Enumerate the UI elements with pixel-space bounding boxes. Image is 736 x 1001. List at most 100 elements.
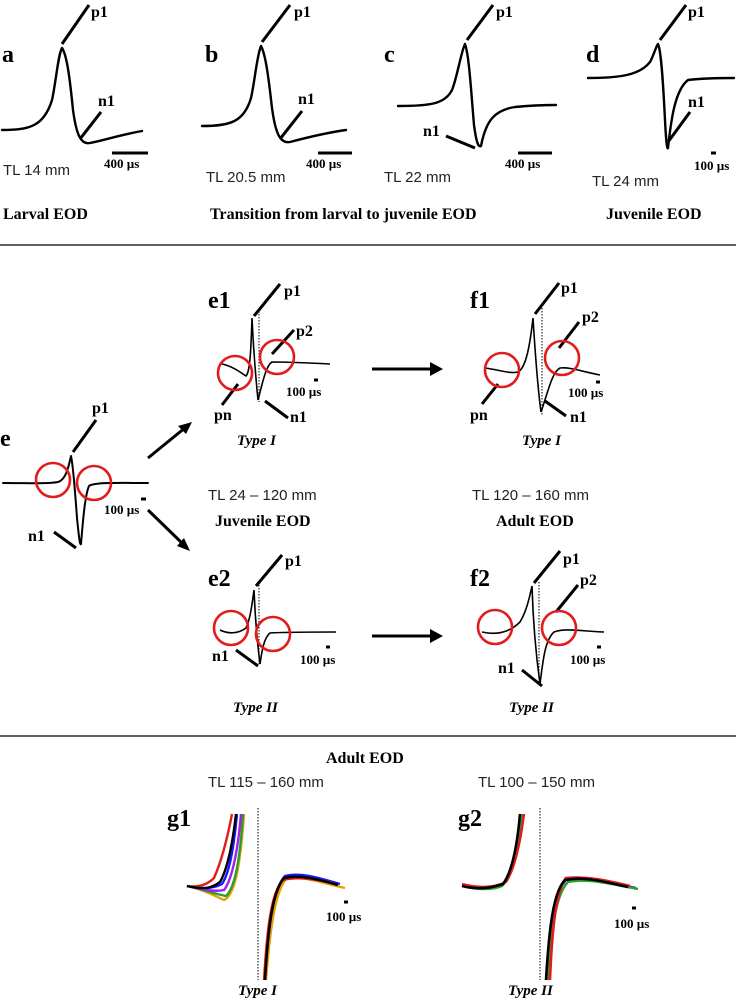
trace-red-right [548,876,631,981]
pointer-n1 [235,648,259,668]
pointer-p1 [60,4,91,45]
pointer-n1 [264,399,289,420]
stage-larval: Larval EOD [3,206,88,223]
panel-f2: f2 p1 p2 n1 100 µs Type II [470,550,605,716]
highlight-circle [216,354,254,392]
highlight-circle [34,461,72,499]
stage-juvenile: Juvenile EOD [606,206,702,223]
scale-label: 100 µs [300,652,335,667]
label-n1: n1 [570,409,587,426]
highlight-circle [212,609,250,647]
label-p1: p1 [284,283,301,300]
label-p1: p1 [561,280,578,297]
panel-f1: f1 p1 p2 pn n1 100 µs Type I [470,280,603,449]
adult-eod-title: Adult EOD [326,750,404,767]
adult-stage-label: Adult EOD [496,513,574,530]
scale-label: 400 µs [505,156,540,171]
label-p1: p1 [294,4,311,21]
label-pn: pn [470,407,488,424]
panel-c: c p1 n1 400 µs TL 22 mm [384,4,558,186]
trace-black [461,813,522,890]
pointer-n1 [53,530,77,550]
trace-orange-right [264,876,346,981]
waveform-b [200,44,348,144]
trace-black-right [263,875,339,981]
tl-label: TL 20.5 mm [206,169,285,186]
juvenile-tl-label: TL 24 – 120 mm [208,487,317,504]
pointer-n1 [278,110,304,140]
panel-letter-e1: e1 [208,288,231,314]
scale-label: 400 µs [104,156,139,171]
label-n1: n1 [688,94,705,111]
arrow-to-e1 [147,422,192,460]
label-p1: p1 [285,553,302,570]
pointer-pn [480,383,500,405]
label-p2: p2 [582,309,599,326]
highlight-circle [543,339,581,377]
highlight-circle [476,608,514,646]
highlight-circle [75,464,113,502]
label-p1: p1 [496,4,513,21]
trace-black [186,813,238,890]
label-n1: n1 [298,91,315,108]
arrow-e1-to-f1 [372,362,443,376]
tl-label: TL 22 mm [384,169,451,186]
label-p2: p2 [296,323,313,340]
g1-tl-label: TL 115 – 160 mm [208,774,324,791]
pointer-n1 [445,134,476,150]
panel-a: a p1 n1 400 µs TL 14 mm [0,4,148,179]
panel-e: e p1 n1 100 µs [0,400,149,550]
type-label: Type I [238,983,278,999]
label-n1: n1 [212,648,229,665]
panel-letter-e2: e2 [208,566,231,592]
pointer-n1 [78,111,103,140]
pointer-p1 [260,4,292,43]
pointer-p1 [533,282,561,315]
pointer-p1 [532,550,562,584]
waveform-d [586,42,736,150]
trace-red [461,813,526,888]
scale-label: 100 µs [104,502,139,517]
panel-e2: e2 p1 n1 100 µs Type II [208,553,337,716]
pointer-p1 [71,419,98,453]
scale-label: 100 µs [326,909,361,924]
label-pn: pn [214,407,232,424]
waveform-e1 [221,317,331,401]
panel-letter-f2: f2 [470,566,490,592]
label-n1: n1 [423,123,440,140]
panel-letter-g2: g2 [458,806,482,832]
highlight-circle [540,609,578,647]
type-label: Type II [233,700,279,716]
panel-b: b p1 n1 400 µs TL 20.5 mm [200,4,352,186]
label-p1: p1 [91,4,108,21]
tl-label: TL 24 mm [592,173,659,190]
panel-d: d p1 n1 100 µs TL 24 mm [586,4,736,190]
label-p1: p1 [688,4,705,21]
panel-letter-a: a [2,42,14,68]
highlight-circle [483,351,521,389]
tl-label: TL 14 mm [3,162,70,179]
panel-g2: g2 100 µs Type II [458,806,649,999]
scale-label: 100 µs [286,384,321,399]
waveform-c [396,42,558,148]
highlight-circle [254,615,292,653]
panel-letter-g1: g1 [167,806,191,832]
pointer-p2 [554,584,580,613]
panel-letter-b: b [205,42,218,68]
type-label: Type II [509,700,555,716]
waveform-f2 [481,585,605,685]
pointer-p2 [557,321,581,349]
pointer-p1 [252,283,282,317]
label-n1: n1 [498,660,515,677]
trace-black-right [544,877,629,981]
scale-label: 100 µs [694,158,729,173]
scale-label: 100 µs [614,916,649,931]
panel-e1: e1 p1 p2 pn n1 100 µs Type I [208,283,331,449]
stage-transition: Transition from larval to juvenile EOD [210,206,477,223]
label-n1: n1 [98,93,115,110]
g2-tl-label: TL 100 – 150 mm [478,774,595,791]
juvenile-stage-label: Juvenile EOD [215,513,311,530]
type-label: Type I [237,433,277,449]
label-p1: p1 [92,400,109,417]
